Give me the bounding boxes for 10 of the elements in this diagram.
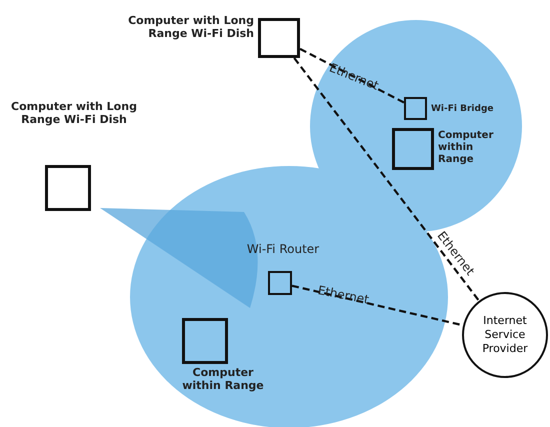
dashed-cable-line xyxy=(293,57,480,302)
dashed-cable-line xyxy=(300,48,404,104)
node-label: Wi-Fi Router xyxy=(246,243,320,256)
node-label: Computer within Range xyxy=(438,130,494,166)
edge-label: Ethernet xyxy=(316,283,370,307)
node-label: Computer with Long Range Wi-Fi Dish xyxy=(127,14,254,40)
node-label: Computer with Long Range Wi-Fi Dish xyxy=(10,100,138,126)
node-label: Computer within Range xyxy=(181,366,265,392)
node-label: Wi-Fi Bridge xyxy=(431,103,494,116)
provider-circle: Internet Service Provider xyxy=(462,292,548,378)
